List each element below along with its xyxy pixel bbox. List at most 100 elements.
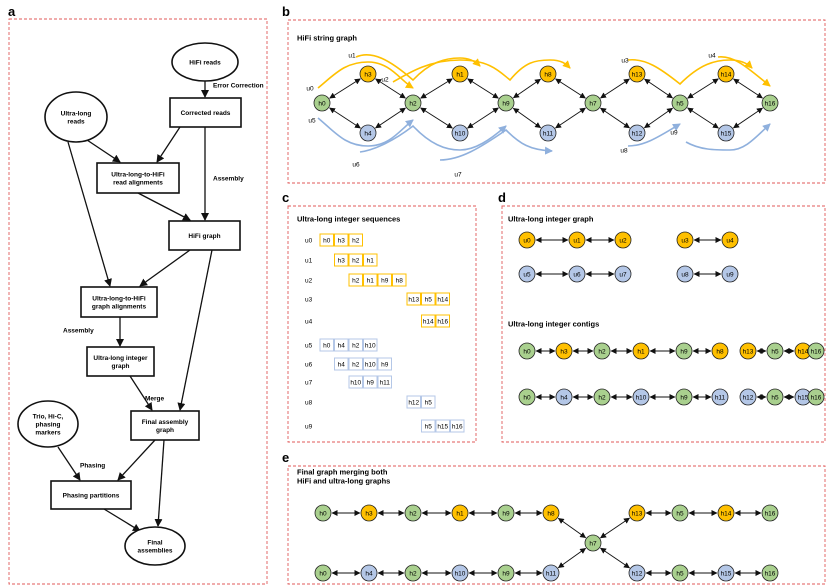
read-path-u8 (627, 123, 681, 147)
seq-cell-u4-1 (435, 314, 450, 328)
hifi-node-h12 (628, 124, 646, 142)
seq-cell-text-u3-1: h5 (425, 296, 433, 303)
seq-cell-text-u1-2: h1 (367, 257, 375, 264)
contig-d-h5-1-label: h5 (771, 394, 779, 401)
seq-cell-text-u3-2: h14 (437, 296, 448, 303)
final-top-left-h8-5-label: h8 (547, 510, 555, 517)
final-bottom-left-h9-4 (497, 564, 515, 582)
label-assembly-2: Assembly (63, 327, 94, 334)
node-phasing-partitions-label: Phasing partitions (63, 492, 120, 499)
hifi-node-h13 (628, 65, 646, 83)
seq-cell-u7-0 (348, 375, 363, 389)
hifi-node-h0 (313, 94, 331, 112)
seq-cell-u3-1 (421, 292, 436, 306)
label-error-correction: Error Correction (213, 82, 264, 89)
panel-label-b: b (282, 4, 290, 19)
seq-cell-text-u1-1: h2 (352, 257, 360, 264)
contig-a-h9-4 (675, 342, 693, 360)
final-bottom-left-h4-1-label: h4 (365, 570, 373, 577)
seq-cell-text-u1-0: h3 (338, 257, 346, 264)
seq-row-label-u6: u6 (305, 361, 313, 368)
edge-readaln-to-hifigraph (137, 192, 191, 221)
seq-cell-text-u6-1: h2 (352, 361, 360, 368)
edge-h0-h3 (329, 78, 361, 99)
edge-h7-h13 (600, 78, 630, 99)
final-top-left-h3-1-label: h3 (365, 510, 373, 517)
read-label-u5: u5 (308, 117, 316, 124)
read-label-u7: u7 (454, 171, 462, 178)
ul-graph-u7-2-label: u7 (619, 271, 627, 278)
hifi-node-h5-label: h5 (676, 100, 684, 107)
edge-h14-h16 (733, 78, 763, 99)
edge-hifigraph-to-graphaln (139, 249, 191, 287)
seq-cell-u5-0 (319, 338, 334, 352)
edge-hifigraph-to-final (177, 249, 213, 411)
final-bottom-left-h4-1 (360, 564, 378, 582)
seq-cell-text-u4-0: h14 (423, 318, 434, 325)
read-label-u2: u2 (381, 76, 389, 83)
seq-row-label-u9: u9 (305, 423, 313, 430)
edge-h11-h7 (555, 107, 586, 129)
final-bottom-right-h15-2-label: h15 (721, 570, 732, 577)
final-bottom-right-h5-1 (671, 564, 689, 582)
seq-cell-u0-0 (319, 233, 334, 247)
ul-graph-u4-1-label: u4 (726, 237, 734, 244)
seq-cell-u3-2 (435, 292, 450, 306)
contig-b-h5-1-label: h5 (771, 348, 779, 355)
seq-cell-u6-3 (377, 357, 392, 371)
ul-graph-u9-1-label: u9 (726, 271, 734, 278)
hifi-node-h2 (404, 94, 422, 112)
seq-cell-text-u6-0: h4 (338, 361, 346, 368)
final-top-left-h9-4 (497, 504, 515, 522)
seq-cell-text-u5-1: h4 (338, 342, 346, 349)
contig-c-h4-1 (555, 388, 573, 406)
panel-c (287, 205, 477, 443)
final-top-right-h14-2-label: h14 (721, 510, 732, 517)
final-top-right-h16-3-label: h16 (765, 510, 776, 517)
contig-d-h16-3-label: h16 (811, 394, 822, 401)
seq-cell-text-u7-1: h9 (367, 379, 375, 386)
edge-h3-h2 (375, 78, 406, 99)
hifi-node-h4-label: h4 (364, 130, 372, 137)
contig-a-h8-5 (711, 342, 729, 360)
edge-final-to-assemblies (154, 439, 165, 527)
node-ul-read-alignments (96, 162, 180, 194)
read-path-u2 (392, 59, 571, 83)
ul-graph-u4-1 (721, 231, 739, 249)
seq-cell-text-u9-1: h15 (437, 423, 448, 430)
hifi-node-h0-label: h0 (318, 100, 326, 107)
read-label-u3: u3 (621, 57, 629, 64)
seq-row-label-u3: u3 (305, 296, 313, 303)
hifi-node-h15-label: h15 (721, 130, 732, 137)
seq-cell-text-u0-2: h2 (352, 237, 360, 244)
final-top-right-h5-1 (671, 504, 689, 522)
hifi-node-h9-label: h9 (502, 100, 510, 107)
seq-cell-text-u4-1: h16 (437, 318, 448, 325)
contig-c-h0-0-label: h0 (523, 394, 531, 401)
final-bottom-left-h2-2-label: h2 (409, 570, 417, 577)
seq-cell-u0-2 (348, 233, 363, 247)
contig-a-h1-3-label: h1 (637, 348, 645, 355)
edge-h2-h10 (420, 107, 453, 129)
seq-cell-u5-2 (348, 338, 363, 352)
seq-cell-u1-2 (363, 253, 378, 267)
seq-cell-text-u3-0: h13 (408, 296, 419, 303)
seq-cell-u2-3 (392, 273, 407, 287)
contig-a-h3-1 (555, 342, 573, 360)
contig-c-h9-4 (675, 388, 693, 406)
node-corrected-reads (169, 97, 242, 128)
read-path-u0 (317, 61, 414, 89)
read-label-u1: u1 (348, 52, 356, 59)
ul-graph-u5-0 (518, 265, 536, 283)
hifi-node-h16 (761, 94, 779, 112)
seq-cell-u2-2 (377, 273, 392, 287)
edge-h12-h5 (643, 107, 674, 129)
edge-h10-h9 (467, 107, 499, 129)
final-center-h7 (584, 534, 602, 552)
panel-d (501, 205, 826, 443)
